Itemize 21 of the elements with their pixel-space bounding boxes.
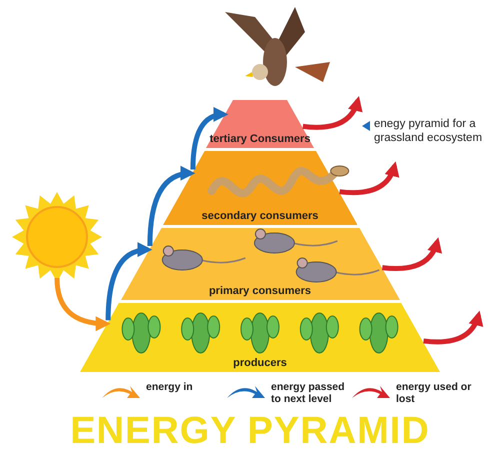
level-label: primary consumers [208,285,312,297]
pyramid-level [206,100,314,148]
pyramid-level [80,303,440,372]
curved-arrow [106,242,152,320]
curved-arrow [423,310,483,344]
level-label: tertiary Consumers [210,133,310,145]
curved-arrow [382,237,442,272]
curved-arrow [302,96,362,130]
note-text: enegy pyramid for a grassland ecosystem [374,117,484,145]
pyramid-level [162,151,358,225]
level-label: secondary consumers [202,210,318,222]
curved-arrow [190,108,228,170]
legend-text: energy in [146,381,194,393]
curved-arrow [339,161,399,196]
legend-text: energy passed to next level [271,381,346,405]
legend-text: energy used or lost [396,381,472,405]
pyramid-level [120,228,400,300]
title: ENERGY PYRAMID [69,410,431,453]
level-label: producers [233,357,287,369]
curved-arrow [147,166,196,246]
curved-arrow [54,278,111,331]
